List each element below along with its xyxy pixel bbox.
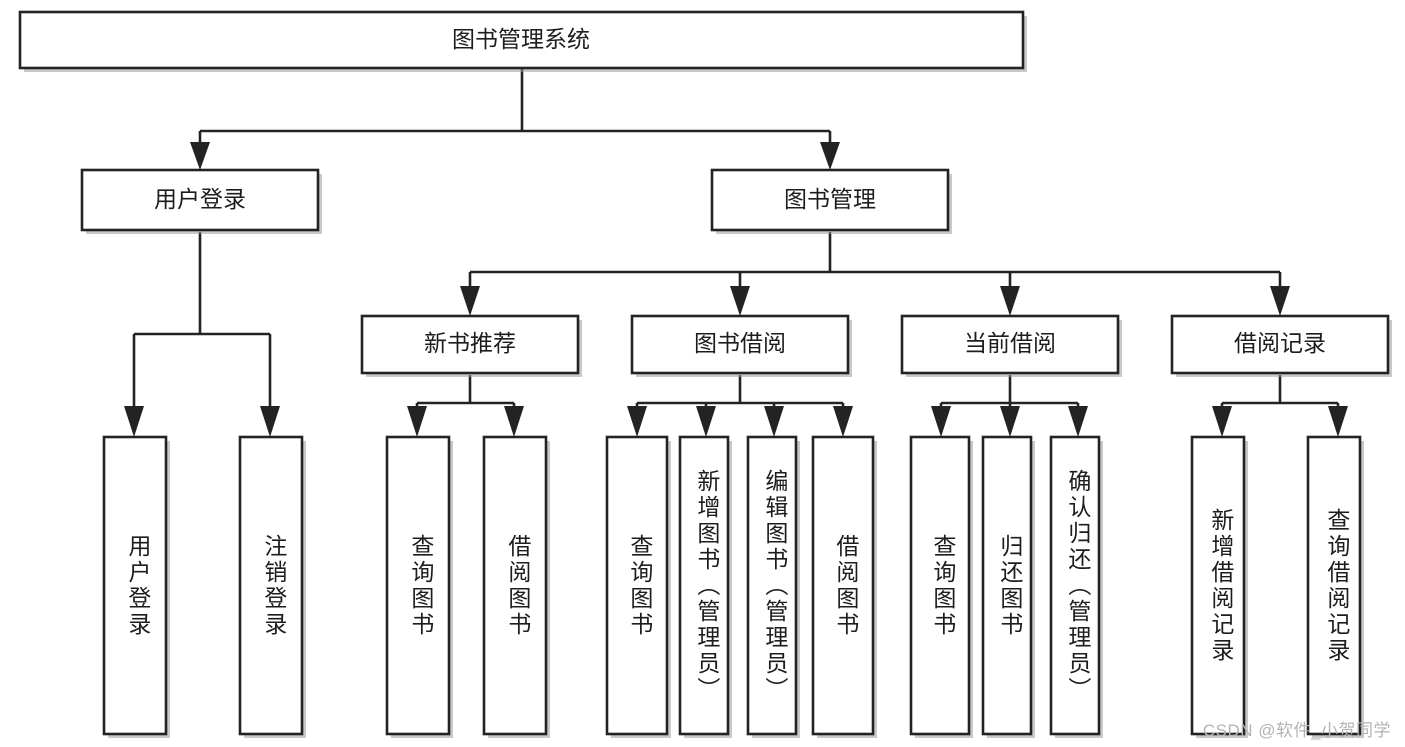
node-leaf-borrow-book-2[interactable]: 借阅图书 [811, 435, 877, 738]
node-level2-label-0: 用户登录 [154, 186, 246, 212]
node-level3-label-3: 借阅记录 [1234, 330, 1326, 356]
node-leaf-label-6: 编辑图书（管理员） [762, 469, 789, 703]
arrow-to-leaf-12 [1328, 406, 1348, 437]
arrow-to-borrow-record [1270, 286, 1290, 316]
node-leaf-label-8: 查询图书 [930, 534, 957, 638]
connector-currentborrow-to-leaves [931, 375, 1088, 437]
node-leaf-user-login[interactable]: 用户登录 [102, 435, 170, 738]
arrow-to-current-borrow [1000, 286, 1020, 316]
node-leaf-borrow-book-rec[interactable]: 借阅图书 [482, 435, 550, 738]
connector-bookmgmt-to-level3 [460, 232, 1290, 316]
node-level3-book-borrow[interactable]: 图书借阅 [630, 314, 852, 377]
connector-borrowrecord-to-leaves [1212, 375, 1348, 437]
node-leaf-label-12: 查询借阅记录 [1324, 508, 1351, 664]
arrow-to-leaf-9 [1000, 406, 1020, 437]
node-leaf-label-5: 新增图书（管理员） [694, 469, 721, 703]
arrow-to-leaf-0 [124, 406, 144, 437]
node-leaf-label-10: 确认归还（管理员） [1065, 469, 1092, 703]
node-leaf-query-book-current[interactable]: 查询图书 [909, 435, 973, 738]
arrow-to-book-mgmt [820, 142, 840, 170]
node-leaf-label-2: 查询图书 [408, 534, 435, 638]
connector-userlogin-to-leaves [124, 232, 280, 437]
connector-newbookrec-to-leaves [407, 375, 524, 437]
node-level2-user-login[interactable]: 用户登录 [80, 168, 322, 234]
node-level3-label-0: 新书推荐 [424, 330, 516, 356]
arrow-to-leaf-8 [931, 406, 951, 437]
node-leaf-label-3: 借阅图书 [505, 534, 532, 638]
node-level3-borrow-record[interactable]: 借阅记录 [1170, 314, 1392, 377]
node-leaf-edit-book-admin[interactable]: 编辑图书（管理员） [746, 435, 800, 738]
node-level2-book-management[interactable]: 图书管理 [710, 168, 952, 234]
arrow-to-leaf-3 [504, 406, 524, 437]
node-leaf-label-9: 归还图书 [997, 534, 1024, 638]
node-level3-label-2: 当前借阅 [964, 330, 1056, 356]
arrow-to-leaf-11 [1212, 406, 1232, 437]
arrow-to-leaf-10 [1068, 406, 1088, 437]
arrow-to-new-book-rec [460, 286, 480, 316]
arrow-to-leaf-1 [260, 406, 280, 437]
arrow-to-leaf-5 [696, 406, 716, 437]
node-leaf-query-book-rec[interactable]: 查询图书 [385, 435, 453, 738]
node-level2-label-1: 图书管理 [784, 186, 876, 212]
node-level3-current-borrow[interactable]: 当前借阅 [900, 314, 1122, 377]
arrow-to-user-login [190, 142, 210, 170]
node-root-label: 图书管理系统 [452, 26, 590, 52]
node-level3-label-1: 图书借阅 [694, 330, 786, 356]
node-leaf-label-4: 查询图书 [627, 534, 654, 638]
node-leaf-return-book[interactable]: 归还图书 [981, 435, 1035, 738]
node-leaf-add-borrow-record[interactable]: 新增借阅记录 [1190, 435, 1248, 738]
arrow-to-leaf-6 [764, 406, 784, 437]
csdn-watermark: CSDN @软件_小贺同学 [1202, 721, 1391, 740]
connector-bookborrow-to-leaves [627, 375, 853, 437]
node-leaf-query-borrow-record[interactable]: 查询借阅记录 [1306, 435, 1364, 738]
node-root[interactable]: 图书管理系统 [18, 10, 1027, 72]
arrow-to-book-borrow [730, 286, 750, 316]
node-leaf-query-book-borrow[interactable]: 查询图书 [605, 435, 671, 738]
node-leaf-label-7: 借阅图书 [833, 534, 860, 638]
node-leaf-add-book-admin[interactable]: 新增图书（管理员） [678, 435, 732, 738]
connector-root-to-level2 [190, 68, 840, 170]
node-leaf-label-11: 新增借阅记录 [1208, 508, 1235, 664]
node-leaf-label-0: 用户登录 [125, 534, 152, 638]
arrow-to-leaf-7 [833, 406, 853, 437]
arrow-to-leaf-4 [627, 406, 647, 437]
arrow-to-leaf-2 [407, 406, 427, 437]
node-leaf-logout[interactable]: 注销登录 [238, 435, 306, 738]
node-leaf-confirm-return-admin[interactable]: 确认归还（管理员） [1049, 435, 1103, 738]
node-leaf-label-1: 注销登录 [261, 534, 288, 638]
node-level3-new-book-recommend[interactable]: 新书推荐 [360, 314, 582, 377]
